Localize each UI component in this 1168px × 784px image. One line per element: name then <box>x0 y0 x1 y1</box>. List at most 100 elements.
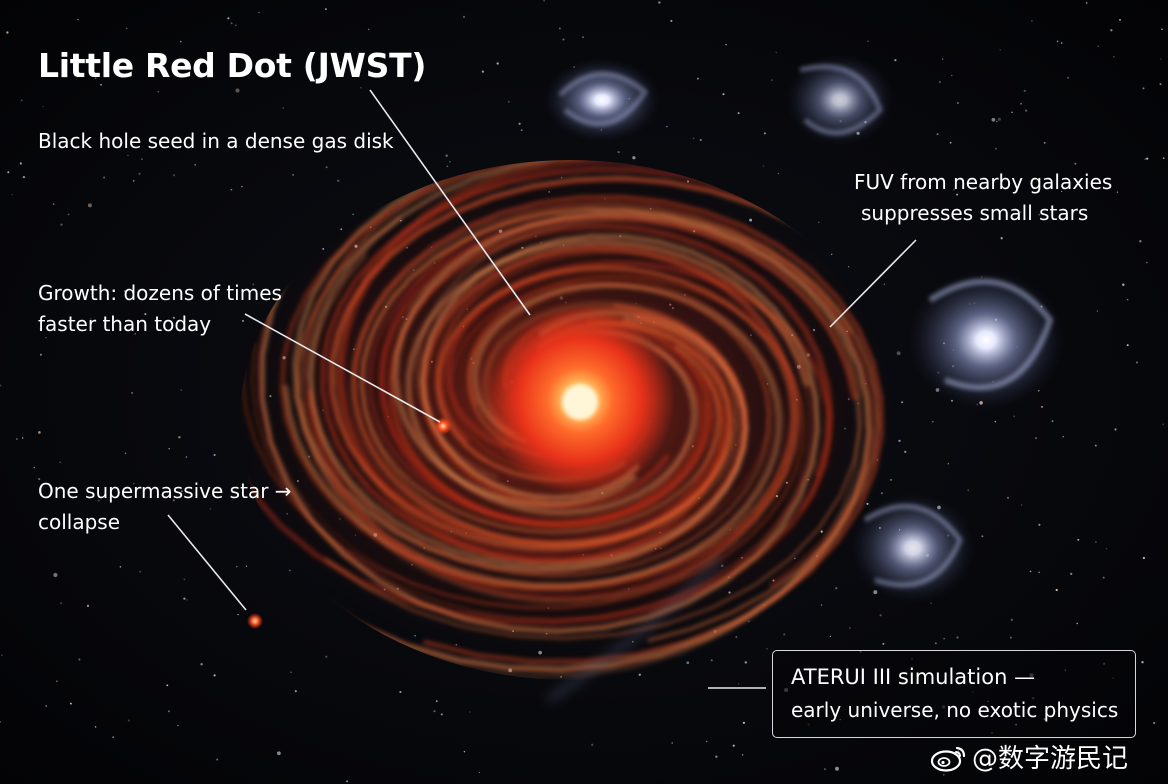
star <box>1055 588 1058 592</box>
star <box>69 702 72 705</box>
star <box>1029 570 1032 573</box>
star <box>898 439 901 442</box>
star <box>771 79 773 81</box>
star <box>194 164 196 166</box>
star <box>894 58 897 62</box>
star <box>367 28 370 31</box>
star <box>1126 344 1129 347</box>
star <box>1074 162 1077 165</box>
star <box>20 99 23 102</box>
star <box>198 60 201 63</box>
star <box>235 88 240 93</box>
star <box>715 755 718 758</box>
star <box>141 158 143 160</box>
star <box>67 213 70 216</box>
star <box>670 19 673 22</box>
star <box>39 353 42 356</box>
star <box>725 44 727 46</box>
star <box>463 750 466 753</box>
spiral-arm <box>307 160 900 569</box>
star <box>742 721 746 725</box>
star <box>462 15 466 19</box>
star <box>638 673 641 676</box>
info-box: ATERUI III simulation — early universe, … <box>772 650 1136 738</box>
star <box>213 453 216 457</box>
star <box>1000 237 1003 240</box>
spiral-arm <box>360 207 880 643</box>
star <box>999 49 1002 51</box>
star <box>1144 158 1147 160</box>
galaxy-bottom-right <box>851 493 975 603</box>
pointer-growth <box>244 313 441 423</box>
star <box>138 172 141 175</box>
star <box>1135 361 1139 364</box>
star <box>847 266 850 268</box>
star <box>496 62 499 65</box>
star <box>543 0 545 2</box>
star <box>133 180 135 182</box>
star <box>38 431 41 434</box>
star <box>930 602 932 604</box>
star <box>956 193 959 196</box>
star <box>1067 76 1070 79</box>
info-box-line1: ATERUI III simulation — <box>791 665 1036 689</box>
star <box>1139 240 1142 243</box>
star <box>1162 423 1165 426</box>
star <box>1070 572 1073 576</box>
star <box>748 620 750 623</box>
star <box>236 566 238 568</box>
star <box>991 117 996 122</box>
star <box>1105 548 1108 550</box>
star <box>172 316 175 319</box>
star <box>559 27 561 30</box>
star <box>94 77 97 80</box>
star <box>325 166 328 169</box>
star <box>258 11 260 14</box>
star <box>904 450 907 454</box>
label-fuv-line2: suppresses small stars <box>861 201 1089 225</box>
star <box>1013 415 1016 418</box>
star <box>835 766 839 771</box>
star <box>1114 428 1117 431</box>
star <box>518 122 521 125</box>
star <box>1043 142 1046 144</box>
star <box>200 663 203 666</box>
star <box>78 658 81 661</box>
star <box>562 38 565 41</box>
star <box>508 101 510 103</box>
star <box>1141 661 1144 664</box>
star <box>1159 83 1162 86</box>
star <box>179 40 182 43</box>
star <box>741 754 744 756</box>
star <box>209 508 212 510</box>
star <box>21 437 24 439</box>
star <box>168 447 170 450</box>
star <box>732 744 735 747</box>
star <box>848 626 851 629</box>
star <box>245 565 248 568</box>
star <box>1038 571 1041 574</box>
star <box>230 22 233 25</box>
star <box>883 283 885 285</box>
star <box>1051 420 1054 423</box>
star <box>0 721 1 723</box>
star <box>686 661 690 665</box>
star <box>1113 56 1115 58</box>
star <box>737 683 740 685</box>
star <box>15 438 18 440</box>
star <box>324 8 327 11</box>
watermark-text: @数字游民记 <box>972 744 1129 774</box>
star <box>901 401 904 404</box>
star <box>866 502 869 505</box>
star <box>591 743 594 746</box>
star <box>1020 504 1023 506</box>
star <box>1030 19 1033 22</box>
weibo-icon <box>930 746 966 772</box>
star <box>97 74 100 77</box>
star <box>829 635 832 638</box>
galaxy-right <box>908 270 1064 410</box>
star <box>817 221 820 224</box>
star <box>52 203 55 205</box>
star <box>39 327 43 331</box>
star <box>42 105 44 108</box>
